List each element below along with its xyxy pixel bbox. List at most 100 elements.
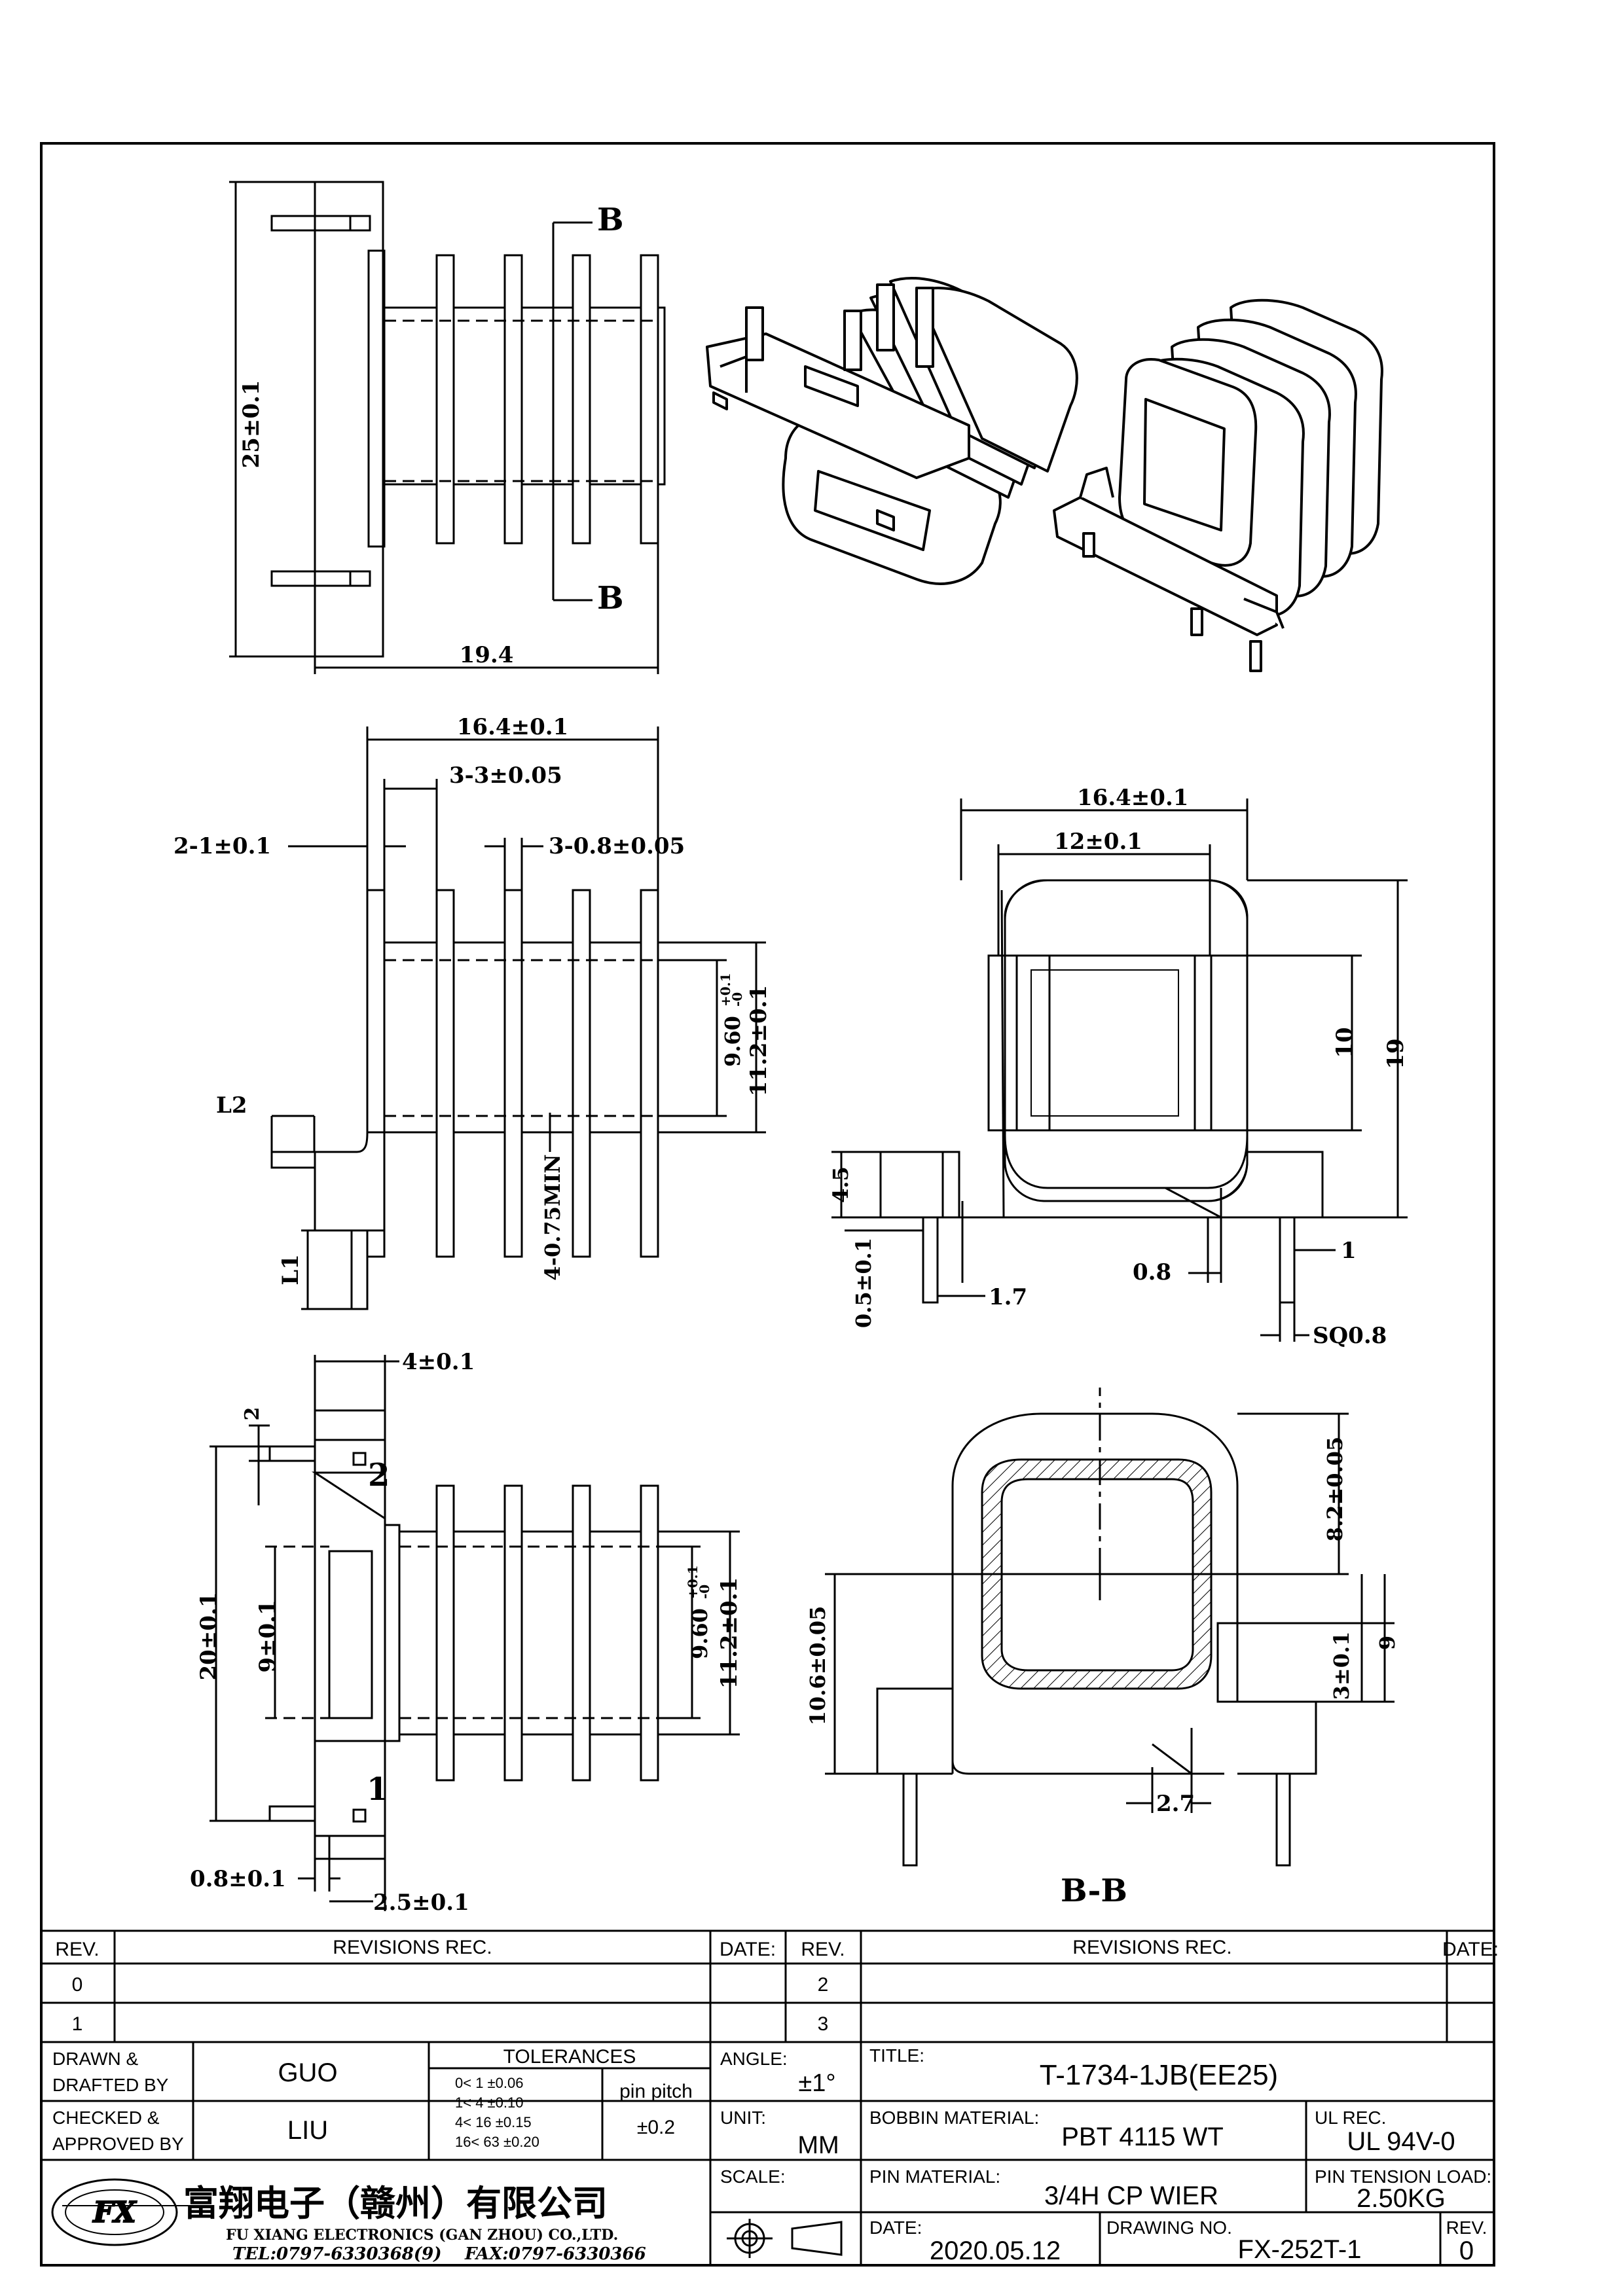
date-value: 2020.05.12 [930, 2236, 1061, 2265]
bottom-inner-dim: 9.60 +0.1 -0 [685, 1565, 712, 1659]
angle-label: ANGLE: [720, 2049, 788, 2069]
front-first-gap: 2-1±0.1 [173, 833, 271, 859]
section-caption: B-B [1061, 1873, 1127, 1909]
front-inner-dim: 9.60 +0.1 -0 [718, 973, 745, 1067]
rev-header-right: REV. [801, 1939, 845, 1960]
svg-text:+0.1: +0.1 [718, 973, 733, 1007]
top-view-width-dim: 19.4 [460, 642, 514, 668]
drawing-no-value: FX-252T-1 [1238, 2235, 1362, 2264]
front-outer-dim: 11.2±0.1 [746, 985, 772, 1096]
pin-tension-label: PIN TENSION LOAD: [1315, 2166, 1491, 2187]
pin-material-value: 3/4H CP WIER [1044, 2181, 1218, 2210]
front-l2-label: L2 [216, 1092, 247, 1119]
pin2-label: 2 [368, 1457, 390, 1494]
drawing-border [40, 142, 1495, 2267]
company-name-chinese: 富翔电子（赣州）有限公司 [183, 2183, 608, 2224]
bobbin-material-label: BOBBIN MATERIAL: [869, 2108, 1039, 2128]
top-view-height-dim: 25±0.1 [238, 380, 264, 469]
approved-by-value: LIU [287, 2116, 328, 2145]
front-overall-width: 16.4±0.1 [457, 714, 568, 740]
ul-rec-value: UL 94V-0 [1347, 2127, 1455, 2156]
side-right-dim: 1 [1341, 1238, 1357, 1264]
rev-header-left: REV. [55, 1939, 99, 1960]
rev-label: REV. [1446, 2217, 1487, 2238]
pin-pitch-label: pin pitch [619, 2081, 693, 2102]
bottom-pin-size: 0.8±0.1 [190, 1866, 286, 1892]
drawing-no-label: DRAWING NO. [1106, 2217, 1232, 2238]
side-inner-height: 10 [1332, 1027, 1358, 1058]
section-bottom-dim: 2.7 [1156, 1791, 1195, 1817]
title-block-grid [41, 1929, 1494, 2265]
side-pin-offset: 1.7 [989, 1284, 1027, 1310]
fx-logo-mark: FX [92, 2196, 137, 2229]
date-label: DATE: [869, 2217, 922, 2238]
side-slot-dim: 0.8 [1133, 1259, 1171, 1285]
front-view [270, 726, 766, 1310]
tolerances-header: TOLERANCES [503, 2046, 636, 2068]
svg-text:9.60: 9.60 [720, 1016, 745, 1067]
bottom-pin-offset: 2.5±0.1 [373, 1890, 469, 1916]
rec-header-left: REVISIONS REC. [333, 1937, 492, 1958]
rev-row-0: 0 [72, 1974, 83, 1996]
section-right-big: 9 [1375, 1636, 1400, 1650]
checked-label-line2: APPROVED BY [52, 2134, 184, 2154]
bottom-window-dim: 9±0.1 [255, 1600, 281, 1672]
section-b-b-view [825, 1388, 1395, 1867]
section-mark-b-top: B [597, 202, 624, 238]
title-label: TITLE: [869, 2045, 924, 2066]
pin-pitch-value: ±0.2 [637, 2117, 675, 2138]
pin-material-label: PIN MATERIAL: [869, 2166, 1000, 2187]
drawn-by-value: GUO [278, 2058, 337, 2087]
top-view [229, 181, 666, 674]
section-mark-b-bottom: B [597, 580, 624, 617]
side-total-height: 19 [1383, 1038, 1409, 1069]
scale-label: SCALE: [720, 2166, 786, 2187]
tolerance-row-4: 16< 63 ±0.20 [455, 2134, 539, 2150]
pin-tension-value: 2.50KG [1357, 2184, 1446, 2213]
unit-value: MM [797, 2132, 839, 2159]
bottom-pin2-offset: 2 [241, 1407, 264, 1421]
bottom-outer-dim: 11.2±0.1 [716, 1577, 742, 1689]
company-tel: TEL:0797-6330368(9) [232, 2244, 442, 2264]
date-header-right: DATE: [1442, 1939, 1499, 1960]
company-fax: FAX:0797-6330366 [464, 2244, 646, 2264]
svg-text:-0: -0 [729, 992, 745, 1007]
ul-rec-label: UL REC. [1315, 2108, 1386, 2128]
date-header-left: DATE: [720, 1939, 776, 1960]
unit-label: UNIT: [720, 2108, 766, 2128]
front-flange-thickness: 3-0.8±0.05 [549, 833, 685, 859]
bottom-height-dim: 20±0.1 [196, 1592, 222, 1681]
side-pin-gap: 0.5±0.1 [851, 1238, 876, 1328]
tolerance-row-3: 4< 16 ±0.15 [455, 2114, 532, 2130]
section-left-dim: 10.6±0.05 [805, 1606, 830, 1726]
front-l1-label: L1 [278, 1254, 304, 1285]
rev-row-3: 3 [818, 2013, 829, 2035]
isometric-view-right [1053, 298, 1383, 672]
side-inner-width: 12±0.1 [1054, 829, 1142, 855]
rev-row-1: 1 [72, 2013, 83, 2035]
checked-label-line1: CHECKED & [52, 2108, 160, 2128]
title-value: T-1734-1JB(EE25) [1040, 2059, 1278, 2091]
side-width-dim: 16.4±0.1 [1077, 785, 1188, 811]
section-right-small: 3±0.1 [1329, 1632, 1354, 1700]
bottom-view [210, 1355, 740, 1911]
drawn-label-line2: DRAFTED BY [52, 2075, 169, 2095]
isometric-view-left [706, 277, 1078, 585]
bottom-top-dim: 4±0.1 [402, 1349, 475, 1375]
rev-row-2: 2 [818, 1974, 829, 1996]
pin1-label: 1 [367, 1771, 388, 1808]
front-min-dim: 4-0.75MIN [540, 1154, 565, 1280]
side-base-height: 4.5 [828, 1166, 853, 1203]
svg-text:+0.1: +0.1 [685, 1565, 701, 1599]
angle-value: ±1° [798, 2070, 835, 2097]
svg-text:9.60: 9.60 [687, 1608, 712, 1659]
drawn-label-line1: DRAWN & [52, 2049, 139, 2069]
svg-text:-0: -0 [697, 1585, 712, 1599]
bobbin-material-value: PBT 4115 WT [1061, 2123, 1224, 2151]
front-slot-pitch: 3-3±0.05 [449, 762, 562, 789]
rev-value: 0 [1459, 2236, 1474, 2265]
rec-header-right: REVISIONS REC. [1072, 1937, 1231, 1958]
company-name-english: FU XIANG ELECTRONICS (GAN ZHOU) CO.,LTD. [226, 2227, 618, 2244]
tolerance-row-2: 1< 4 ±0.10 [455, 2094, 523, 2111]
